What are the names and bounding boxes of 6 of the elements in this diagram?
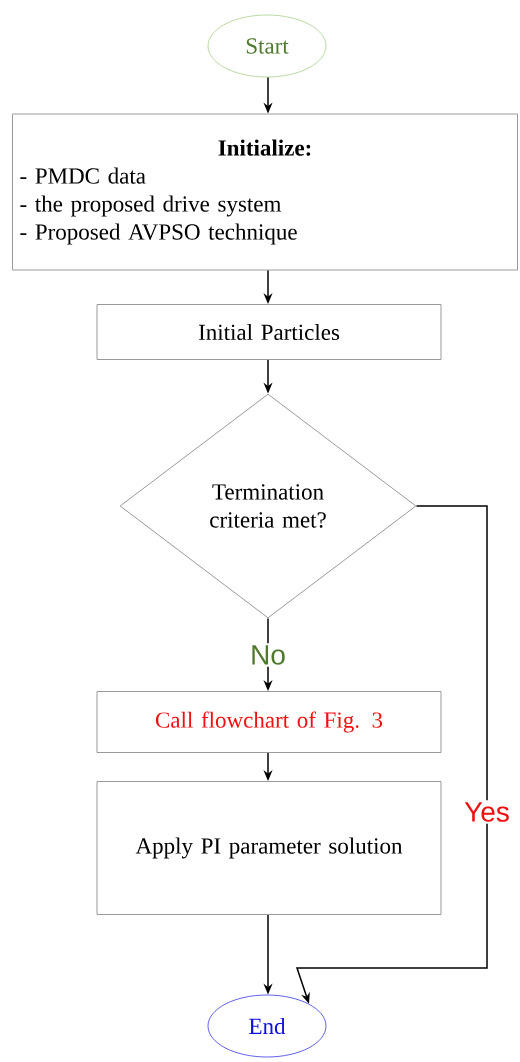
process-box: Initial Particles	[96, 304, 442, 360]
edge-label: No	[248, 643, 288, 667]
process-box: Call flowchart of Fig. 3	[96, 691, 442, 753]
process-box: Apply PI parameter solution	[96, 781, 442, 915]
edge-label: Yes	[462, 800, 512, 824]
process-box: Initialize: - PMDC data - the proposed drive system - Proposed AVPSO technique	[12, 113, 518, 271]
